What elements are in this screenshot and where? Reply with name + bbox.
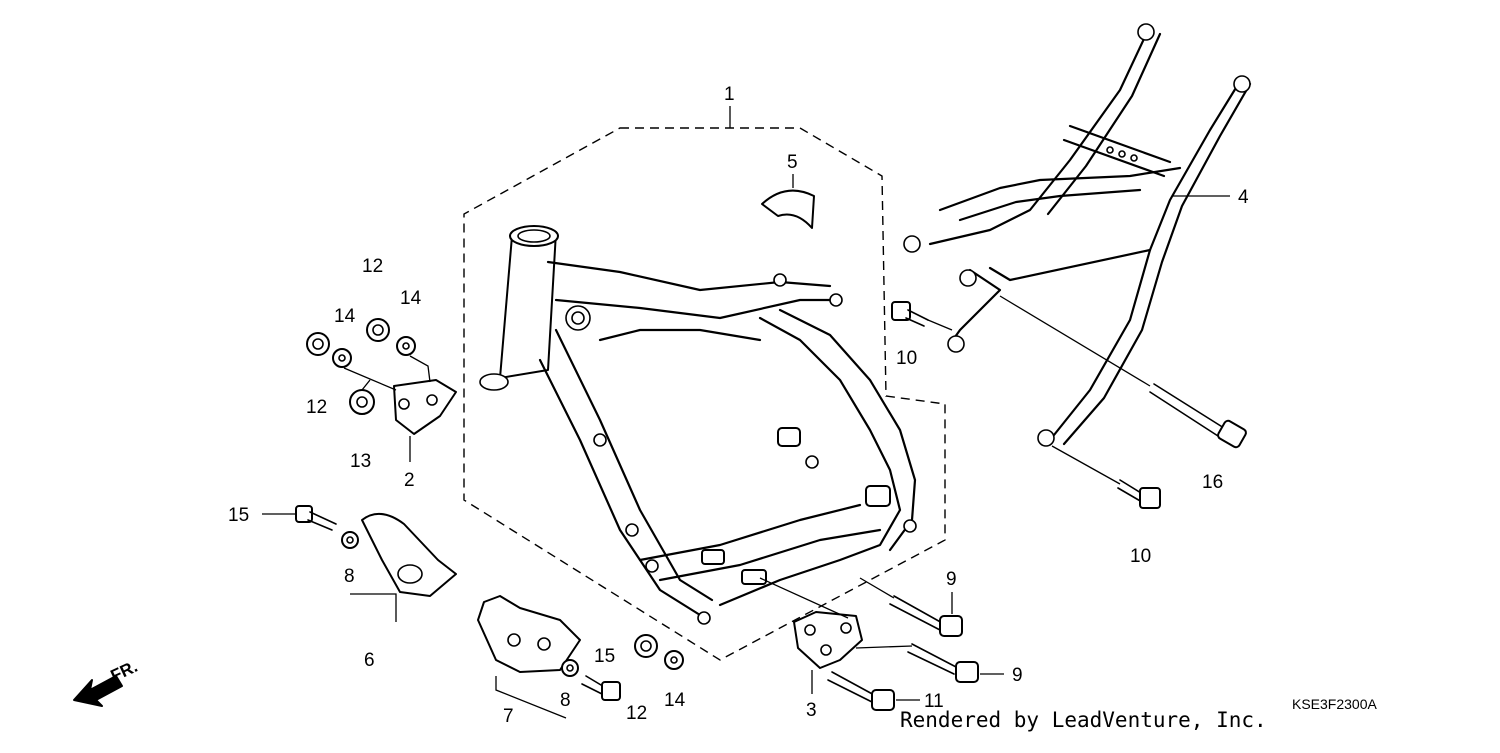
callout-15-left: 15: [228, 505, 249, 526]
callout-8-left: 8: [344, 566, 355, 587]
callout-3: 3: [806, 700, 817, 721]
collar-8-left[interactable]: [341, 531, 359, 549]
callout-7: 7: [503, 706, 514, 727]
main-frame[interactable]: [479, 225, 917, 625]
callout-12-bottom: 12: [626, 703, 647, 724]
callout-10-lower: 10: [1130, 546, 1151, 567]
collar-part[interactable]: [761, 174, 815, 229]
washer-14-bottom[interactable]: [664, 650, 684, 670]
bolt-15-left[interactable]: [262, 505, 337, 531]
callout-14-top: 14: [400, 288, 422, 309]
hanger-plate-2[interactable]: [393, 379, 457, 462]
callout-13: 13: [350, 451, 371, 472]
callout-9-upper: 9: [946, 569, 957, 590]
bolt-15-right[interactable]: [581, 675, 621, 701]
diagram-code: KSE3F2300A: [1292, 696, 1377, 712]
callout-12-left: 12: [306, 397, 327, 418]
washer-14-top[interactable]: [396, 336, 416, 356]
callout-4: 4: [1238, 187, 1249, 208]
callout-12-top: 12: [362, 256, 383, 277]
callout-5: 5: [787, 152, 798, 173]
bolt-16[interactable]: [999, 295, 1247, 449]
front-direction-arrow: FR.: [73, 657, 141, 707]
frame-group-outline: [463, 106, 946, 661]
washer-14-left[interactable]: [332, 348, 352, 368]
hanger-plate-3[interactable]: [759, 577, 863, 694]
callout-2: 2: [404, 470, 415, 491]
callout-1: 1: [724, 84, 735, 105]
nut-13[interactable]: [349, 389, 375, 415]
nut-12-bottom[interactable]: [634, 634, 658, 658]
callout-11: 11: [924, 691, 944, 712]
guard-7[interactable]: [477, 595, 581, 719]
callout-15-right: 15: [594, 646, 615, 667]
subframe[interactable]: [903, 23, 1252, 447]
callout-16: 16: [1202, 472, 1223, 493]
nut-12-top[interactable]: [366, 318, 390, 342]
collar-8-right[interactable]: [561, 659, 579, 677]
hardware-leaders-2: [343, 355, 431, 391]
callout-14-left: 14: [334, 306, 356, 327]
callout-9-lower: 9: [1012, 665, 1023, 686]
callout-8-right: 8: [560, 690, 571, 711]
render-credit: Rendered by LeadVenture, Inc.: [900, 708, 1267, 732]
bolt-9-upper[interactable]: [859, 577, 963, 637]
nut-12-left[interactable]: [306, 332, 330, 356]
bolt-11[interactable]: [827, 671, 920, 711]
callout-6: 6: [364, 650, 375, 671]
guard-6[interactable]: [350, 513, 457, 622]
bolt-9-lower[interactable]: [855, 643, 1004, 683]
callout-10-upper: 10: [896, 348, 917, 369]
bolt-10-upper[interactable]: [891, 301, 953, 331]
callout-14-bottom: 14: [664, 690, 686, 711]
bolt-10-lower[interactable]: [1051, 445, 1161, 509]
